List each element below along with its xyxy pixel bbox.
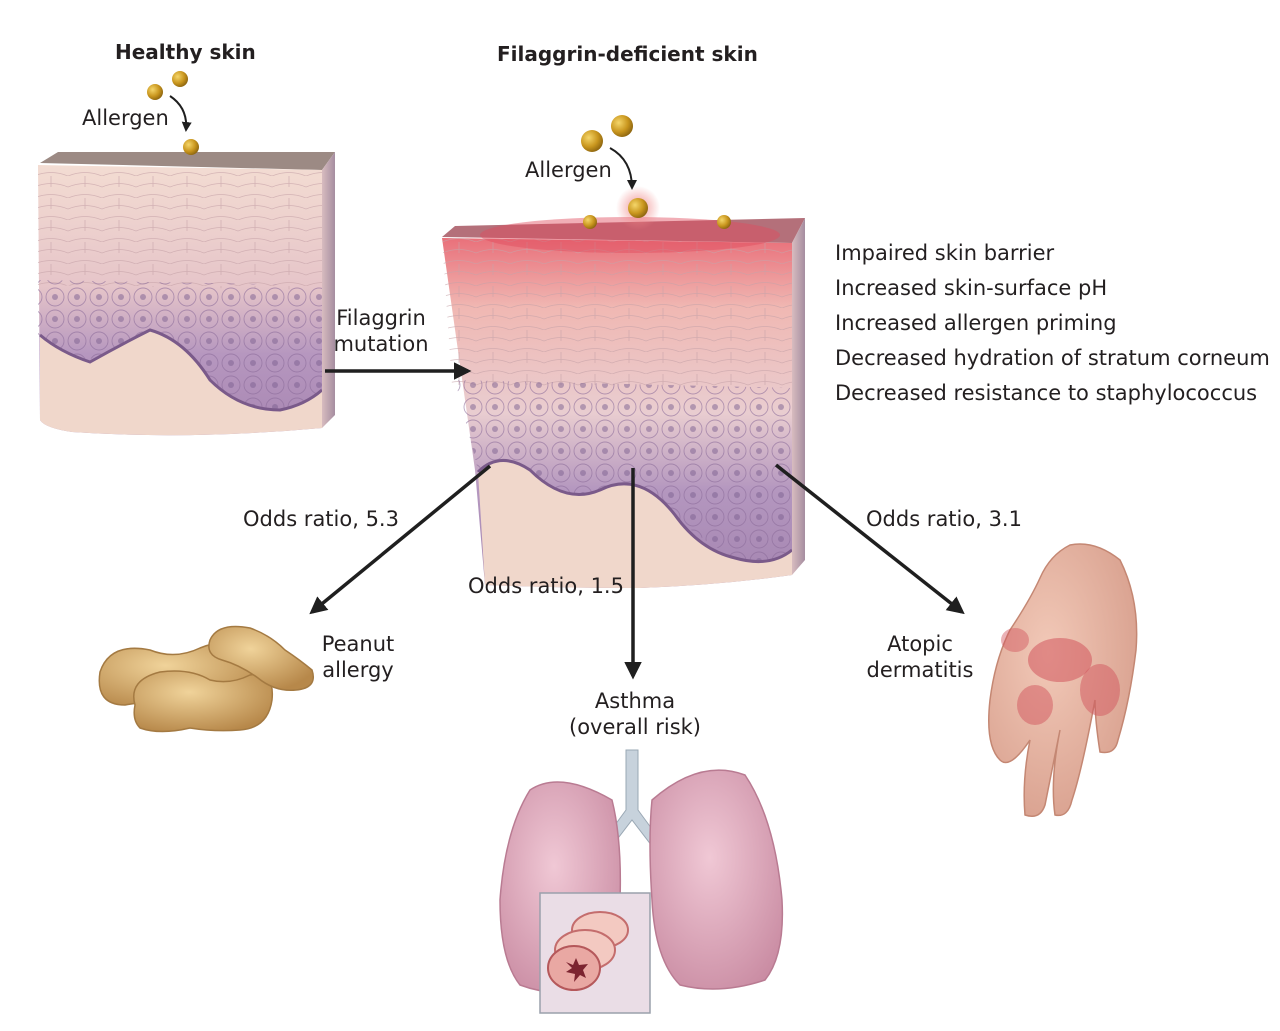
asthma-odds-ratio: Odds ratio, 1.5 [468, 574, 624, 598]
deficient-allergen-group [581, 115, 731, 230]
mutation-label-line1: Filaggrin [336, 306, 426, 330]
healthy-allergen-arrow [169, 95, 192, 132]
dermatitis-patch [1001, 628, 1029, 652]
asthma-label-line2: (overall risk) [569, 714, 701, 739]
deficient-dermis [478, 460, 792, 588]
allergen-particle [628, 198, 648, 218]
peanut-allergy-label: Peanut allergy [313, 632, 403, 683]
atopic-label-line2: dermatitis [866, 657, 974, 682]
peanut-label-line1: Peanut [321, 632, 395, 656]
peanut-arrow [309, 464, 492, 615]
peanut-illustration [98, 625, 314, 733]
effect-item: Impaired skin barrier [835, 241, 1055, 265]
allergen-particle [172, 71, 188, 87]
deficient-allergen-arrow [609, 147, 637, 190]
healthy-skin-title: Healthy skin [115, 40, 256, 64]
allergen-particle [717, 215, 731, 229]
effect-item: Increased skin-surface pH [835, 276, 1108, 300]
healthy-epidermis-cells [38, 165, 322, 290]
allergen-particle [583, 215, 597, 229]
peanut-shell [133, 670, 274, 733]
healthy-dermis [40, 330, 322, 436]
allergen-particle [147, 84, 163, 100]
deficient-skin-block [442, 217, 805, 588]
deficient-epidermis-cells [442, 238, 792, 390]
lungs-illustration [499, 749, 784, 1014]
allergen-particle [183, 139, 199, 155]
asthma-label-line1: Asthma [594, 689, 676, 713]
healthy-skin-block [38, 152, 335, 436]
deficient-basal-layer [455, 380, 792, 564]
dermatitis-patch [1028, 638, 1092, 682]
dermatitis-patch [1080, 664, 1120, 716]
atopic-dermatitis-label: Atopic dermatitis [860, 632, 980, 683]
allergen-particle [581, 130, 603, 152]
effect-item: Decreased resistance to staphylococcus [835, 381, 1258, 405]
allergen-particle [611, 115, 633, 137]
deficient-allergen-label: Allergen [525, 158, 612, 182]
deficient-skin-side-face [792, 218, 805, 575]
dermatitis-patch [1017, 685, 1053, 725]
airway-lumen [566, 958, 588, 982]
atopic-label-line1: Atopic [887, 632, 953, 656]
atopic-odds-ratio: Odds ratio, 3.1 [866, 507, 1022, 531]
healthy-allergen-label: Allergen [82, 106, 169, 130]
inflamed-surface [480, 217, 780, 253]
asthma-label: Asthma (overall risk) [555, 689, 715, 740]
right-lung [649, 769, 784, 990]
peanut-label-line2: allergy [322, 657, 394, 682]
deficient-effects-list: Impaired skin barrier Increased skin-sur… [835, 236, 1270, 411]
deficient-skin-top-surface [442, 218, 805, 243]
healthy-allergen-group [147, 71, 199, 155]
healthy-skin-side-face [322, 152, 335, 428]
deficient-basement-membrane [476, 459, 793, 564]
deficient-skin-title: Filaggrin-deficient skin [497, 42, 758, 66]
mutation-label-line2: mutation [333, 331, 429, 356]
effect-item: Increased allergen priming [835, 311, 1117, 335]
peanut-shell [208, 625, 314, 691]
effect-item: Decreased hydration of stratum corneum [835, 346, 1270, 370]
peanut-odds-ratio: Odds ratio, 5.3 [243, 507, 399, 531]
healthy-skin-top-surface [40, 152, 335, 170]
atopic-arrow [774, 463, 965, 615]
healthy-basement-membrane [39, 328, 323, 412]
mutation-label: Filaggrin mutation [326, 306, 436, 357]
hand-illustration [988, 543, 1138, 817]
